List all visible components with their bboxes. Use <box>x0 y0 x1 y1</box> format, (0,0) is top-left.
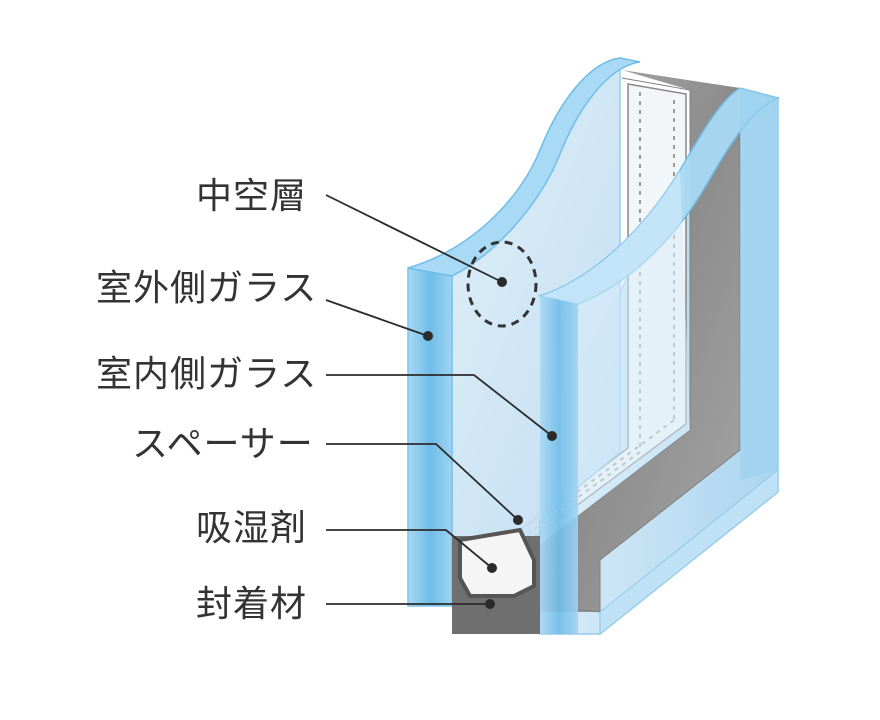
leader-dot-hollow-layer <box>497 277 507 287</box>
leader-inner-glass <box>326 374 553 437</box>
leader-hollow-layer <box>325 194 503 283</box>
outer-glass-edge <box>407 267 453 607</box>
label-hollow-layer: 中空層 <box>196 176 307 217</box>
leader-dot-spacer <box>513 515 523 525</box>
leader-desiccant <box>326 529 493 569</box>
leader-dot-inner-glass <box>547 431 557 441</box>
outer-glass-top-edge <box>407 57 641 277</box>
leader-dot-sealant <box>485 599 495 609</box>
glass-right-edge <box>740 88 778 480</box>
window-unit <box>407 57 781 636</box>
leader-dot-outer-glass <box>423 331 433 341</box>
label-outer-glass: 室外側ガラス <box>96 268 317 309</box>
desiccant-channel <box>458 528 536 598</box>
leader-spacer <box>326 443 519 521</box>
hollow-layer-marker <box>466 240 538 328</box>
leader-dot-desiccant <box>487 563 497 573</box>
glass-bottom-edge <box>599 468 779 636</box>
annotations: 中空層 室外側ガラス 室内側ガラス スペーサー 吸湿剤 封着材 <box>96 176 557 625</box>
label-spacer: スペーサー <box>132 424 314 465</box>
label-inner-glass: 室内側ガラス <box>96 354 317 395</box>
label-sealant: 封着材 <box>196 584 307 625</box>
inner-glass-side <box>540 296 578 634</box>
leader-outer-glass <box>325 299 429 337</box>
label-desiccant: 吸湿剤 <box>196 508 307 549</box>
